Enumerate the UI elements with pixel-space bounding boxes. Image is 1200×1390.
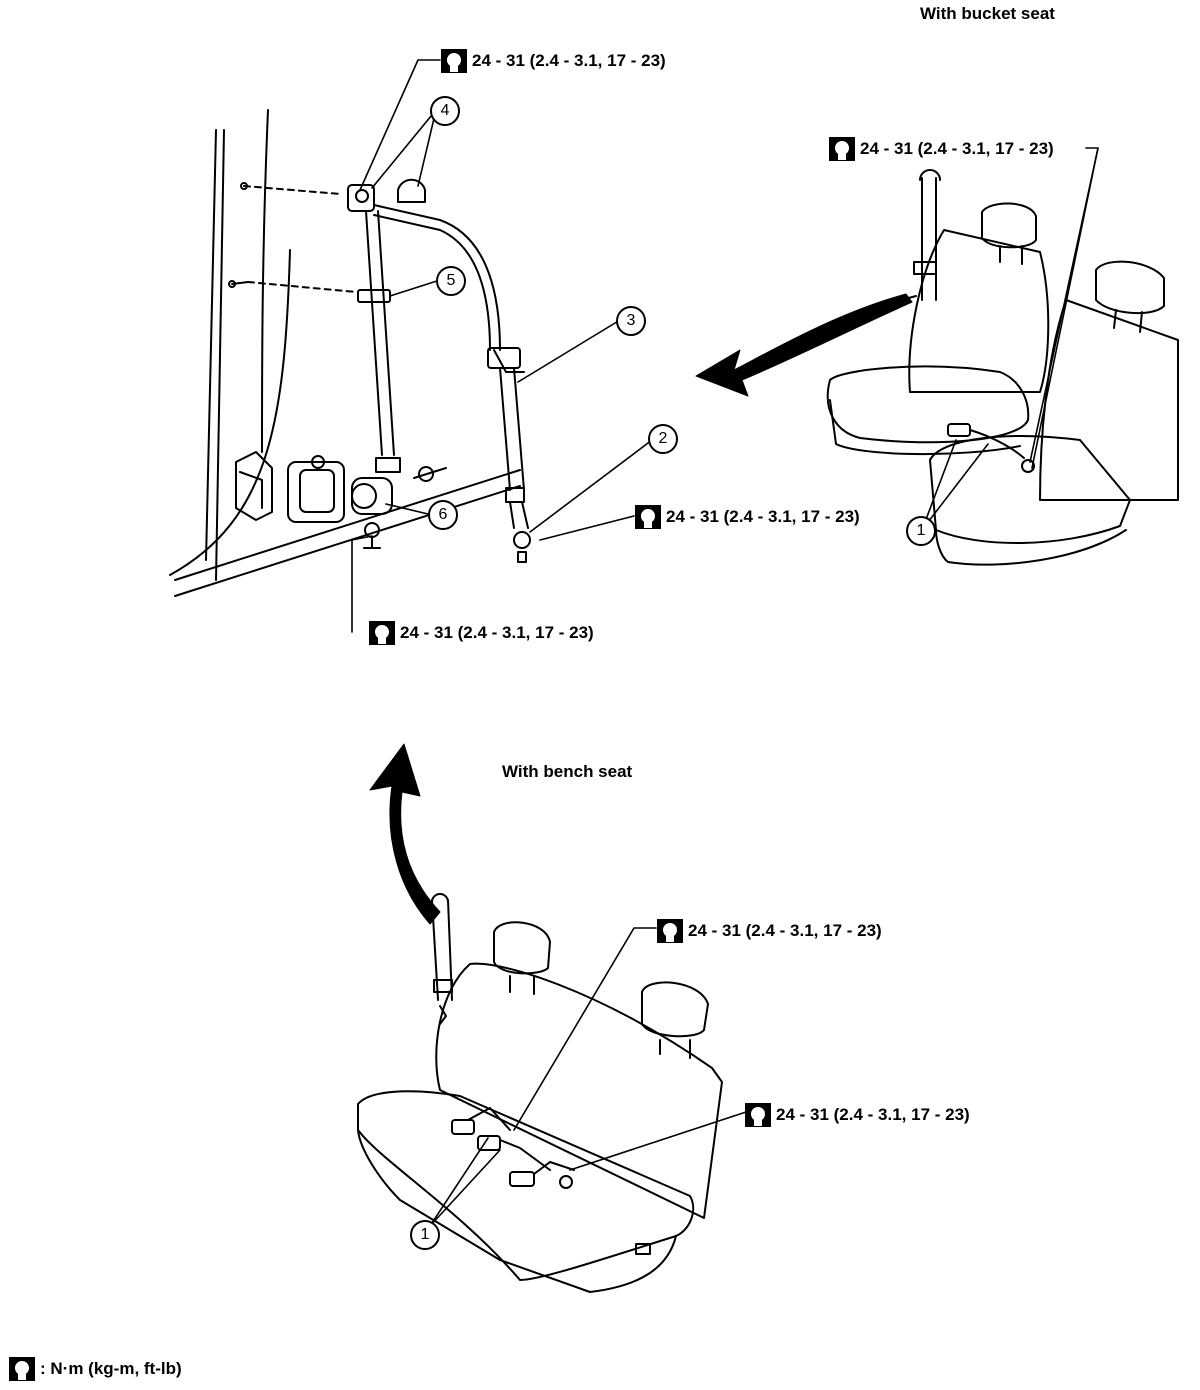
legend-text: : N·m (kg-m, ft-lb) [40,1359,182,1378]
torque-value: 24 - 31 (2.4 - 3.1, 17 - 23) [400,623,594,642]
leader-lines-bench [429,927,747,1227]
torque-wrench-icon [745,1103,771,1127]
torque-value: 24 - 31 (2.4 - 3.1, 17 - 23) [688,921,882,940]
torque-callout-lower-anchor: 24 - 31 (2.4 - 3.1, 17 - 23) [634,504,860,530]
torque-wrench-icon [635,505,661,529]
torque-callout-retractor: 24 - 31 (2.4 - 3.1, 17 - 23) [368,620,594,646]
part-number-5: 5 [436,266,466,296]
torque-value: 24 - 31 (2.4 - 3.1, 17 - 23) [860,139,1054,158]
arrow-from-bench [369,743,441,925]
torque-wrench-icon [369,621,395,645]
torque-value: 24 - 31 (2.4 - 3.1, 17 - 23) [666,507,860,526]
bench-seat-drawing [357,893,723,1293]
torque-value: 24 - 31 (2.4 - 3.1, 17 - 23) [472,51,666,70]
pillar-assembly [169,109,531,597]
part-number-1-bucket: 1 [906,516,936,546]
torque-callout-bucket: 24 - 31 (2.4 - 3.1, 17 - 23) [828,136,1054,162]
bucket-seat-heading: With bucket seat [920,4,1055,23]
part-number-6: 6 [428,500,458,530]
leader-lines-left [351,59,653,633]
part-number-3: 3 [616,306,646,336]
torque-wrench-icon [9,1357,35,1381]
part-number-4: 4 [430,96,460,126]
bench-seat-heading: With bench seat [502,762,633,781]
torque-wrench-icon [441,49,467,73]
torque-callout-bench-right: 24 - 31 (2.4 - 3.1, 17 - 23) [744,1102,970,1128]
torque-wrench-icon [657,919,683,943]
torque-legend: : N·m (kg-m, ft-lb) [8,1356,182,1382]
part-number-1-bench: 1 [410,1220,440,1250]
leader-lines-right [921,147,1099,531]
bucket-seat-drawing [826,169,1179,566]
arrow-to-bucket [695,293,913,397]
torque-callout-upper-anchor: 24 - 31 (2.4 - 3.1, 17 - 23) [440,48,666,74]
torque-callout-bench-center: 24 - 31 (2.4 - 3.1, 17 - 23) [656,918,882,944]
part-number-2: 2 [648,424,678,454]
torque-value: 24 - 31 (2.4 - 3.1, 17 - 23) [776,1105,970,1124]
torque-wrench-icon [829,137,855,161]
